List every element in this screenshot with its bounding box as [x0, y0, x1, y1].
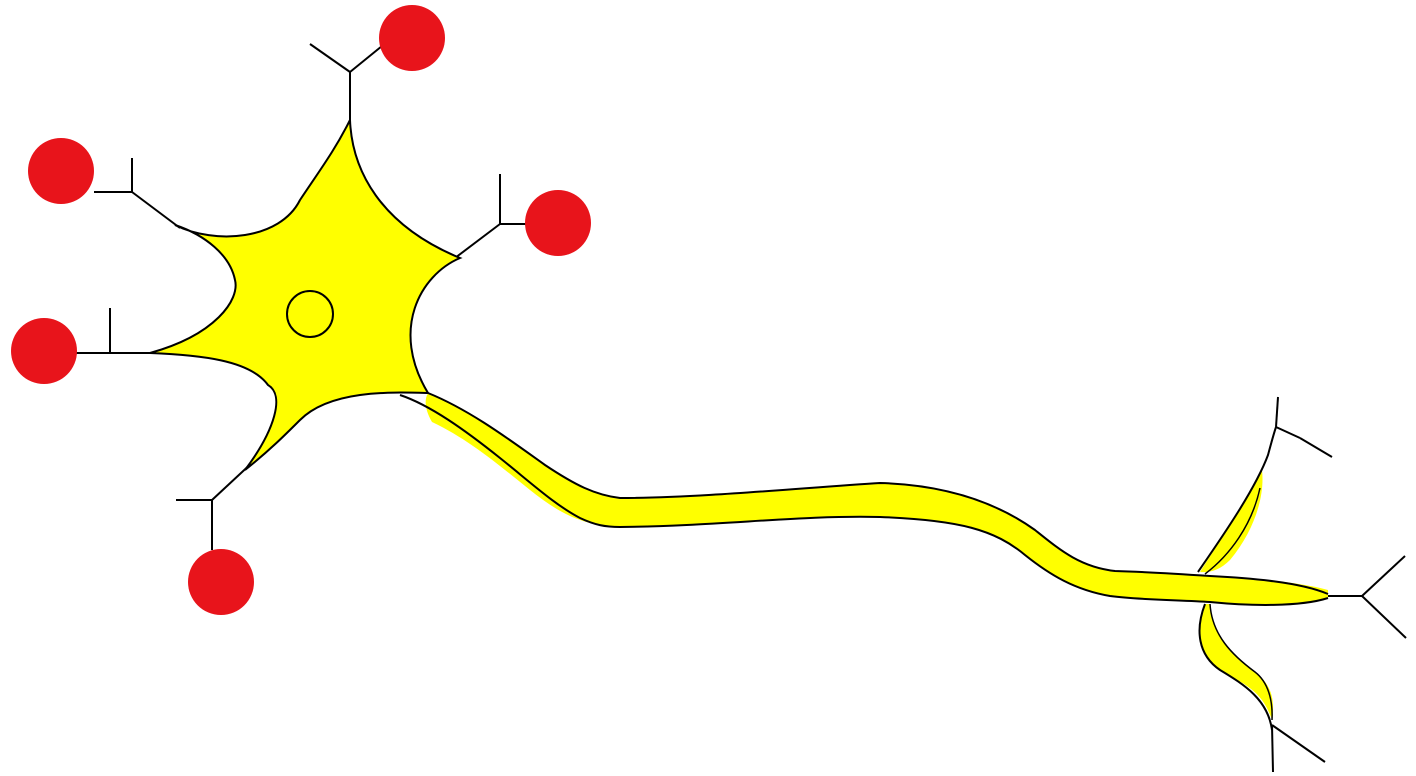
dendrite-stalk	[350, 46, 382, 72]
dendrite-stalk	[132, 192, 180, 228]
soma	[150, 120, 460, 470]
axon-terminal-twig	[1276, 397, 1278, 427]
axon-terminal-twig	[1362, 556, 1405, 596]
dendrite-terminal-left	[11, 318, 77, 384]
dendrite-terminal-top	[379, 5, 445, 71]
dendrite-terminal-upper-left	[28, 138, 94, 204]
axon-terminal-twig	[1276, 427, 1300, 438]
axon-terminal-twig	[1362, 596, 1406, 638]
axon-fill	[426, 393, 1328, 605]
axon-terminal-twig	[1300, 438, 1332, 457]
dendrite-stalk	[310, 44, 350, 72]
axon-terminal-twig	[1272, 725, 1273, 772]
axon	[400, 393, 1328, 605]
dendrite-terminal-bottom	[188, 549, 254, 615]
dendrite-terminal-right	[525, 190, 591, 256]
dendrite-stalk	[455, 224, 500, 258]
axon-terminal-twig	[1272, 725, 1325, 762]
